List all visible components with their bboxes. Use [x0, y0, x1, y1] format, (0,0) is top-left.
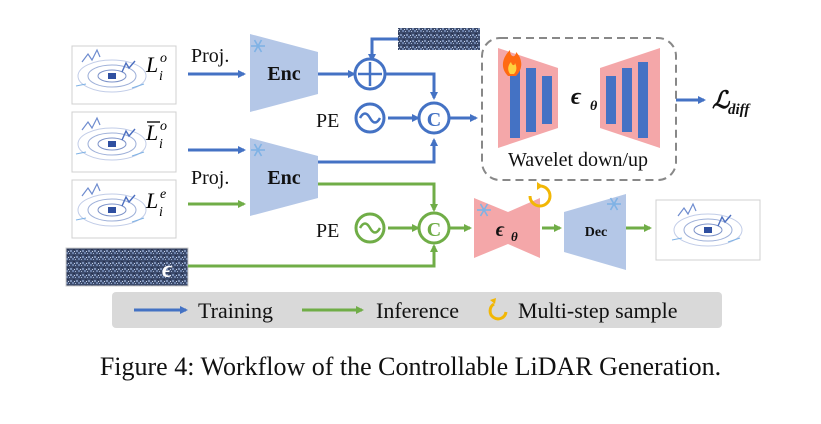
add-node [353, 57, 387, 91]
sine-wave-icon [354, 102, 386, 134]
concat-node-bottom: C [417, 211, 451, 245]
unet-trainable: ϵ θ [498, 48, 660, 148]
lie-sub: i [159, 205, 163, 220]
concat-circle-icon [417, 101, 451, 135]
wavelet-label: Wavelet down/up [508, 149, 648, 171]
proj-bottom-label: Proj. [191, 167, 229, 189]
encoder-top: Enc [250, 34, 318, 112]
input-lio-bar: L o i [71, 111, 177, 173]
lio-bar-main: L [145, 120, 158, 145]
lio-bar-sup: o [160, 119, 167, 134]
caption-text: Figure 4: Workflow of the Controllable L… [99, 352, 722, 381]
noise-sample-top [398, 28, 480, 50]
legend-inference: Inference [376, 298, 459, 323]
proj-top-label: Proj. [191, 45, 229, 67]
lie-main: L [145, 188, 158, 213]
output-image [655, 199, 761, 261]
encoder-bottom: Enc [250, 138, 318, 216]
inference-flow [188, 182, 652, 268]
noise-label: ϵ [162, 257, 173, 283]
enc-bottom-label: Enc [267, 167, 300, 189]
input-lie: L e i [71, 179, 177, 239]
loss-main: ℒ [712, 88, 731, 114]
denoiser-frozen: ϵ θ [474, 182, 552, 258]
legend-background [112, 292, 722, 328]
decoder: Dec [564, 194, 626, 270]
lie-sup: e [160, 187, 166, 202]
pe-bottom-label: PE [316, 220, 339, 242]
concat-bottom-label: C [427, 219, 441, 241]
enc-top-label: Enc [267, 63, 300, 85]
concat-node-top: C [417, 101, 451, 135]
loop-arrow-icon [488, 298, 508, 321]
legend-training: Training [198, 298, 273, 323]
input-lio: L o i [71, 45, 177, 105]
lio-sup: o [160, 51, 167, 66]
lio-bar-sub: i [159, 137, 163, 152]
dec-label: Dec [585, 225, 608, 240]
lio-sub: i [159, 69, 163, 84]
eps-small-sub: θ [511, 229, 518, 244]
pe-top-label: PE [316, 110, 339, 132]
unet-symbol: ϵ [571, 84, 582, 110]
loss-sub: diff [728, 102, 751, 118]
sine-wave-icon [354, 212, 386, 244]
unet-sub: θ [590, 99, 598, 114]
training-flow [188, 37, 706, 164]
eps-small: ϵ [496, 219, 505, 241]
lio-main: L [145, 52, 158, 77]
concat-circle-icon [417, 211, 451, 245]
loss-label: ℒ diff [712, 88, 751, 118]
figure-caption: Figure 4: Workflow of the Controllable L… [0, 352, 821, 382]
fire-icon [502, 50, 522, 76]
input-noise: ϵ [65, 247, 189, 287]
legend-multistep: Multi-step sample [518, 298, 677, 323]
concat-top-label: C [427, 109, 441, 131]
loop-arrow-icon [528, 182, 552, 208]
legend: Training Inference Multi-step sample [112, 292, 722, 328]
